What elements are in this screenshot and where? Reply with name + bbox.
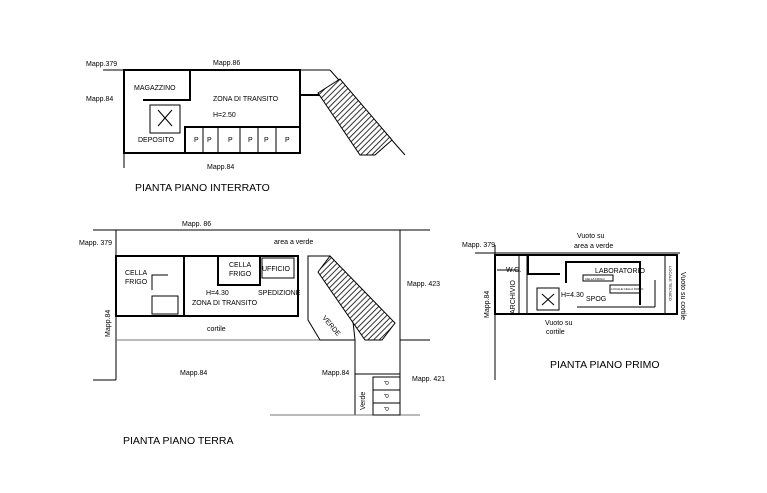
plan-title: PIANTA PIANO PRIMO: [550, 359, 660, 371]
room-cella-frigo: CELLA FRIGO: [585, 277, 605, 281]
room-magazzino: MAGAZZINO: [134, 85, 176, 92]
room-height: H=4.30: [206, 290, 229, 297]
room-laboratorio: LABORATORIO: [595, 268, 645, 275]
label-mapp-84: Mapp.84: [105, 310, 112, 337]
plan-ground-floor: Mapp. 86 Mapp. 379 area a verde Mapp.84 …: [79, 221, 445, 447]
parking-space: P: [382, 407, 388, 411]
label-mapp-421: Mapp. 421: [412, 376, 445, 383]
label-mapp-379: Mapp. 379: [79, 240, 112, 247]
label-mapp-84: Mapp.84: [180, 370, 207, 377]
room-cella-frigo: FRIGO: [229, 271, 252, 278]
label-vuoto-area-verde: area a verde: [574, 243, 613, 250]
room-deposito: DEPOSITO: [138, 137, 175, 144]
room-archivio: ARCHIVIO: [510, 280, 517, 314]
plan-basement: Mapp.379 Mapp.86 Mapp.84 Mapp.84 MAGAZZI…: [86, 60, 406, 194]
room-spedizione: SPEDIZIONE: [258, 290, 301, 297]
label-cortile: cortile: [207, 326, 226, 333]
label-mapp-86: Mapp. 86: [182, 221, 211, 228]
label-mapp-84: Mapp.84: [322, 370, 349, 377]
room-ufficio: UFFICIO: [262, 266, 291, 273]
room-locale-cella-frigo: LOCALE CELLA FRIGO: [611, 287, 644, 291]
parking-space: P: [382, 381, 388, 385]
room-zona-transito: ZONA DI TRANSITO: [213, 96, 279, 103]
parking-space: P: [194, 137, 199, 144]
label-mapp-86: Mapp.86: [213, 60, 240, 67]
label-area-verde: area a verde: [274, 239, 313, 246]
room-spogliatoio: SPOG: [586, 296, 606, 303]
room-wc: W.C.: [506, 267, 521, 274]
label-verde-ramp: VERDE: [320, 315, 341, 338]
room-height: H=2.50: [213, 112, 236, 119]
label-mapp-84: Mapp.84: [484, 291, 491, 318]
label-mapp-379: Mapp.379: [86, 61, 117, 68]
plan-title: PIANTA PIANO INTERRATO: [135, 182, 270, 194]
parking-space: P: [382, 394, 388, 398]
room-cella-frigo: CELLA: [125, 270, 148, 277]
label-verde: Verde: [360, 392, 367, 410]
plan-first-floor: Mapp. 379 Vuoto su area a verde Mapp.84 …: [462, 233, 686, 380]
label-mapp-379: Mapp. 379: [462, 242, 495, 249]
room-locale-tecnico: LOCALE TECNICO: [668, 266, 673, 301]
label-mapp-84: Mapp.84: [86, 96, 113, 103]
label-vuoto-cortile: cortile: [546, 329, 565, 336]
parking-space: P: [207, 137, 212, 144]
parking-space: P: [248, 137, 253, 144]
room-height: H=4.30: [561, 292, 584, 299]
parking-space: P: [285, 137, 290, 144]
room-zona-transito: ZONA DI TRANSITO: [192, 300, 258, 307]
label-mapp-423: Mapp. 423: [407, 281, 440, 288]
plan-title: PIANTA PIANO TERRA: [123, 435, 233, 447]
room-cella-frigo: CELLA: [229, 262, 252, 269]
parking-space: P: [228, 137, 233, 144]
label-mapp-84: Mapp.84: [207, 164, 234, 171]
label-vuoto: Vuoto su: [577, 233, 604, 240]
label-vuoto-cortile: Vuoto su cortile: [679, 272, 686, 320]
parking-space: P: [264, 137, 269, 144]
label-vuoto: Vuoto su: [545, 320, 572, 327]
room-cella-frigo: FRIGO: [125, 279, 148, 286]
